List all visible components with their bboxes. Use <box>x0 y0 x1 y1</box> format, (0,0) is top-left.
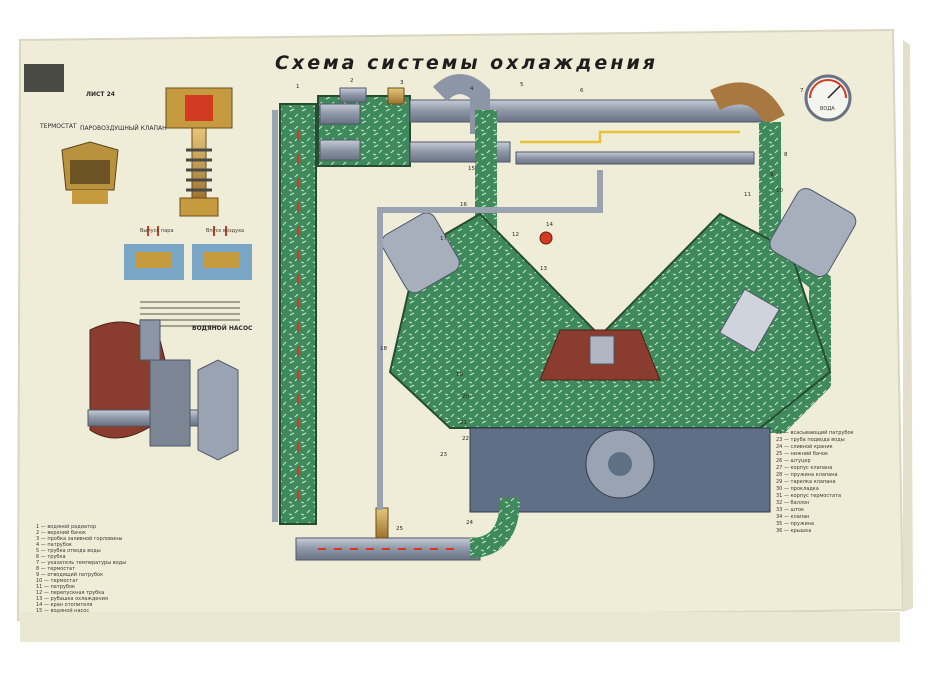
right-legend-item: 28 — пружина клапана <box>776 472 838 478</box>
callout-number: 4 <box>470 86 474 92</box>
callout-number: 10 <box>776 188 783 194</box>
right-legend-item: 24 — сливной краник <box>776 443 833 450</box>
right-legend-item: 26 — штуцер <box>776 458 811 464</box>
callout-number: 9 <box>770 172 774 178</box>
callout-number: 17 <box>440 236 447 242</box>
callout-number: 18 <box>380 346 387 352</box>
gauge-label: ВОДА <box>820 106 835 112</box>
left-legend-item: 8 — термостат <box>36 566 75 572</box>
callout-number: 8 <box>784 152 788 158</box>
left-legend-item: 12 — перепускная трубка <box>36 590 104 596</box>
air-in-label: Впуск воздуха <box>206 228 244 234</box>
callout-number: 23 <box>440 452 447 458</box>
explanation-text <box>140 301 240 327</box>
right-legend-item: 35 — пружина <box>776 521 814 527</box>
engine-block <box>381 187 857 429</box>
callout-number: 22 <box>462 436 469 442</box>
right-legend-item: 29 — тарелка клапана <box>776 479 836 485</box>
radiator <box>272 103 317 525</box>
poster-title: Схема системы охлаждения <box>275 52 658 74</box>
right-legend-item: 27 — корпус клапана <box>776 465 832 471</box>
callout-number: 2 <box>350 78 354 84</box>
right-legend-item: 34 — клапан <box>776 514 809 520</box>
callout-number: 5 <box>520 82 524 88</box>
poster-bottom-strip <box>20 612 900 642</box>
heater-tap <box>539 231 553 245</box>
right-legend-item: 25 — нижний бачок <box>776 450 828 457</box>
left-legend-item: 2 — верхний бачок <box>36 529 86 536</box>
callout-number: 25 <box>396 526 403 532</box>
left-legend-item: 4 — патрубок <box>36 542 72 548</box>
callout-number: 21 <box>460 420 467 426</box>
bypass-pipe <box>377 170 603 510</box>
steam-valve-label: ПАРОВОЗДУШНЫЙ КЛАПАН <box>80 125 167 132</box>
water-pump-inset <box>87 319 239 461</box>
callout-number: 15 <box>468 166 475 172</box>
valve-operation-diagrams <box>124 226 252 280</box>
callout-number: 1 <box>296 84 300 90</box>
left-legend-item: 10 — термостат <box>36 578 78 584</box>
left-legend-item: 13 — рубашка охлаждения <box>36 596 108 602</box>
left-legend-item: 7 — указатель температуры воды <box>36 560 126 566</box>
callout-number: 19 <box>456 372 463 378</box>
callout-number: 13 <box>540 266 547 272</box>
callout-number: 7 <box>800 88 804 94</box>
left-legend-item: 6 — трубка <box>36 554 66 560</box>
right-legend-item: 22 — всасывающий патрубок <box>776 429 854 436</box>
bottom-pipe <box>295 497 520 561</box>
steam-out-label: Выпуск пара <box>140 228 174 234</box>
left-legend-item: 15 — водяной насос <box>36 607 89 614</box>
callout-number: 14 <box>546 222 553 228</box>
left-legend-item: 11 — патрубок <box>36 584 75 590</box>
left-legend-item: 5 — трубка отвода воды <box>36 548 101 554</box>
callout-number: 20 <box>462 394 469 400</box>
publisher-badge <box>24 64 64 92</box>
left-legend-item: 14 — кран отопителя <box>36 602 92 608</box>
right-legend-item: 32 — баллон <box>776 500 809 506</box>
callout-number: 24 <box>466 520 473 526</box>
water-pump-label: ВОДЯНОЙ НАСОС <box>192 324 253 332</box>
right-legend-item: 23 — труба подвода воды <box>776 437 845 443</box>
upper-pipes <box>319 74 785 165</box>
steam-valve-inset <box>165 87 233 217</box>
right-legend-item: 30 — прокладка <box>776 486 819 492</box>
callout-number: 6 <box>580 88 584 94</box>
poster-sheet-edge <box>903 40 913 612</box>
right-legend-item: 36 — крышка <box>776 528 811 534</box>
temperature-gauge <box>804 74 852 122</box>
left-legend-item: 3 — пробка заливной горловины <box>36 535 122 542</box>
sheet-label: ЛИСТ 24 <box>86 91 115 98</box>
callout-number: 16 <box>460 202 467 208</box>
left-legend-item: 1 — водяной радиатор <box>36 523 96 530</box>
callout-number: 3 <box>400 80 404 86</box>
right-legend-item: 31 — корпус термостата <box>776 493 841 499</box>
thermostat-label: ТЕРМОСТАТ <box>39 123 77 130</box>
thermostat-inset <box>61 141 119 204</box>
callout-number: 12 <box>512 232 519 238</box>
right-legend-item: 33 — шток <box>776 507 804 513</box>
left-legend-item: 9 — отводящий патрубок <box>36 571 103 578</box>
callout-number: 11 <box>744 192 751 198</box>
